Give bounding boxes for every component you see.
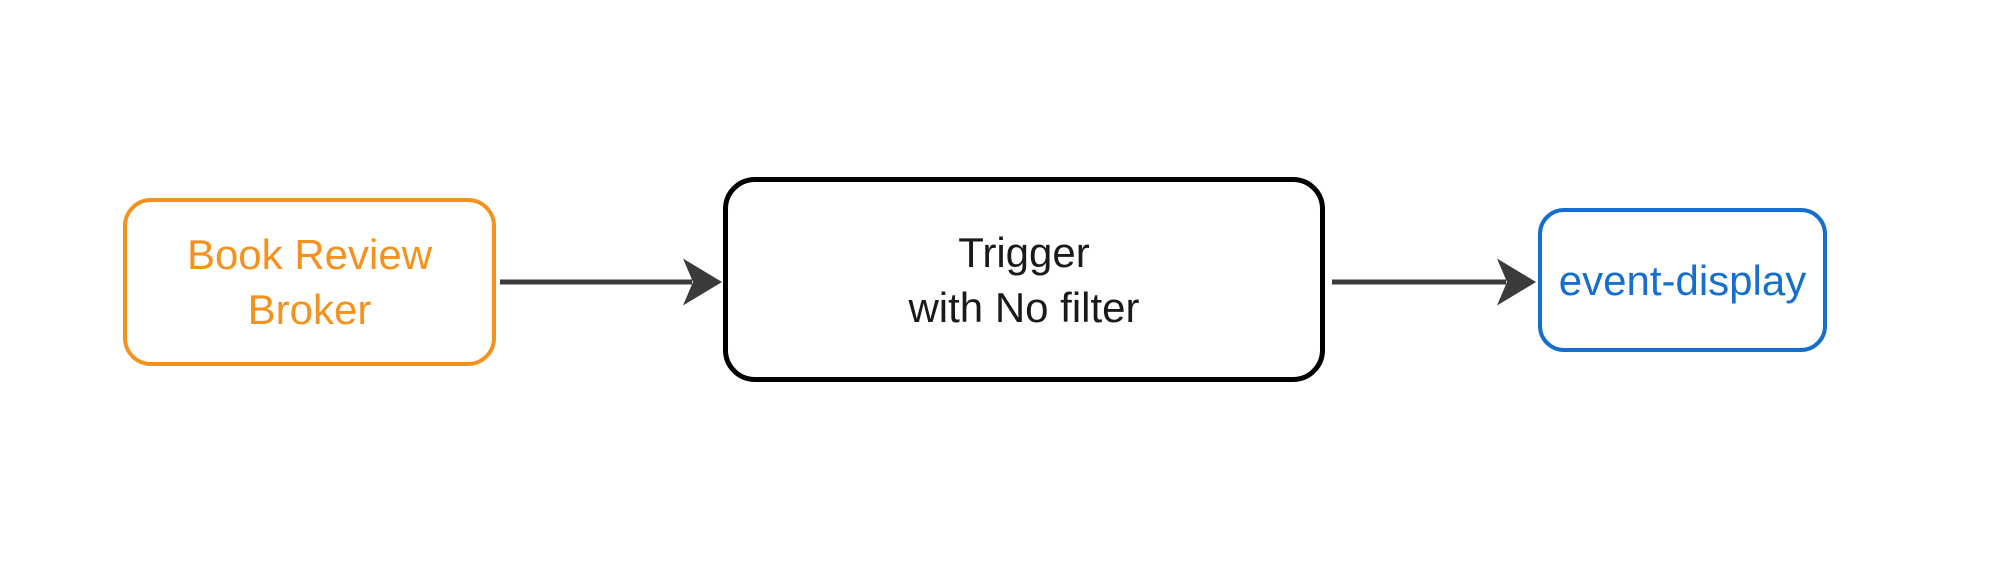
- arrow-head: [1497, 258, 1536, 306]
- node-label-line: with No filter: [908, 283, 1140, 331]
- arrow-broker-to-trigger: [500, 258, 722, 306]
- node-label-line: Broker: [247, 286, 372, 333]
- node-label-line: Trigger: [958, 228, 1090, 276]
- node-trigger: Trigger with No filter: [723, 177, 1325, 382]
- arrow-trigger-to-event-display: [1332, 258, 1536, 306]
- node-book-review-broker: Book Review Broker: [123, 198, 496, 366]
- node-label-line: Book Review: [186, 231, 433, 278]
- arrow-head: [683, 258, 722, 306]
- node-label-line: event-display: [1558, 256, 1807, 304]
- node-event-display: event-display: [1538, 208, 1827, 352]
